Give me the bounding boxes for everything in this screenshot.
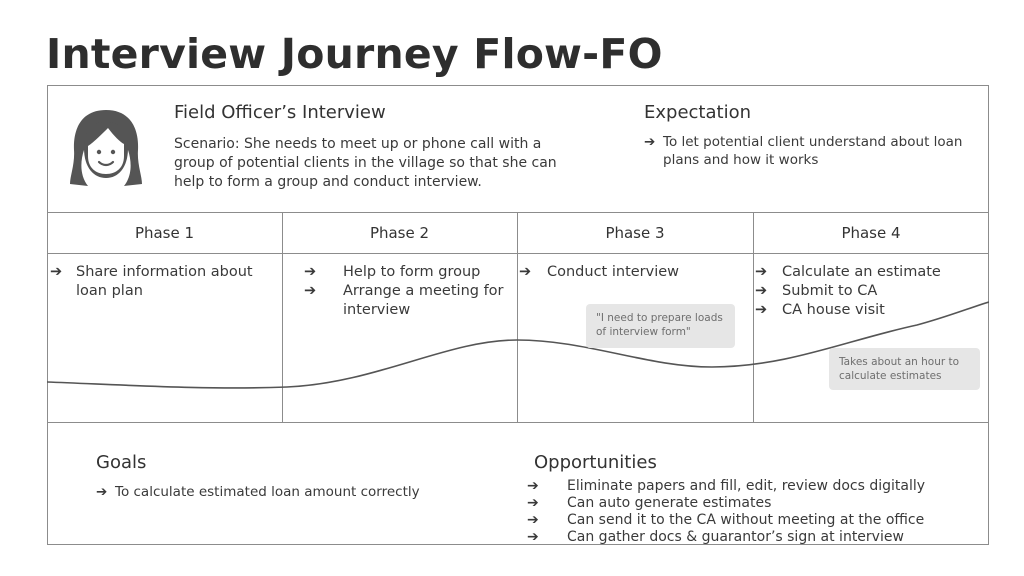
arrow-icon: ➔ <box>304 264 317 280</box>
phase-2-actions: ➔ Help to form group ➔ Arrange a meeting… <box>304 263 514 320</box>
phase-3-header: Phase 3 <box>605 224 665 242</box>
list-item: ➔ CA house visit <box>755 302 885 318</box>
opportunities-list: ➔Eliminate papers and fill, edit, review… <box>527 478 957 546</box>
emotion-curve <box>47 301 989 389</box>
arrow-icon: ➔ <box>644 134 656 150</box>
expectation-title: Expectation <box>644 102 751 123</box>
list-item: ➔Can gather docs & guarantor’s sign at i… <box>527 529 904 545</box>
arrow-icon: ➔ <box>755 302 768 318</box>
quote-bubble: Takes about an hour to calculate estimat… <box>829 348 980 390</box>
list-item: ➔ Calculate an estimate <box>755 264 941 280</box>
list-item: ➔ Arrange a meeting for interview <box>304 283 504 318</box>
journey-frame <box>47 85 989 545</box>
list-item: ➔Can send it to the CA without meeting a… <box>527 512 925 528</box>
phase-2-header: Phase 2 <box>369 224 430 242</box>
phase-1-actions: ➔ Share information about loan plan <box>50 263 275 301</box>
list-item: ➔ Help to form group <box>304 264 481 280</box>
page-title: Interview Journey Flow-FO <box>46 30 663 78</box>
quote-bubble: "I need to prepare loads of interview fo… <box>586 304 735 348</box>
arrow-icon: ➔ <box>519 264 532 280</box>
woman-avatar-icon <box>70 110 142 186</box>
list-item: ➔Can auto generate estimates <box>527 495 772 511</box>
phase-3-actions: ➔ Conduct interview <box>519 263 749 282</box>
list-item: ➔Eliminate papers and fill, edit, review… <box>527 478 926 494</box>
arrow-icon: ➔ <box>527 495 539 511</box>
arrow-icon: ➔ <box>527 512 539 528</box>
divider <box>47 422 989 423</box>
divider <box>282 212 283 422</box>
divider <box>753 212 754 422</box>
phase-1-header: Phase 1 <box>134 224 195 242</box>
divider <box>47 253 989 254</box>
persona-title: Field Officer’s Interview <box>174 102 386 123</box>
list-item: ➔ Share information about loan plan <box>50 264 253 299</box>
phase-4-header: Phase 4 <box>841 224 901 242</box>
arrow-icon: ➔ <box>527 529 539 545</box>
divider <box>517 212 518 422</box>
arrow-icon: ➔ <box>304 283 317 299</box>
arrow-icon: ➔ <box>755 283 768 299</box>
list-item: ➔ Conduct interview <box>519 264 680 280</box>
expectation-item: ➔ To let potential client understand abo… <box>644 134 963 168</box>
goals-title: Goals <box>96 452 147 473</box>
list-item: ➔ Submit to CA <box>755 283 878 299</box>
persona-scenario: Scenario: She needs to meet up or phone … <box>174 136 557 190</box>
divider <box>47 212 989 213</box>
arrow-icon: ➔ <box>755 264 768 280</box>
arrow-icon: ➔ <box>527 478 539 494</box>
goals-item: ➔ To calculate estimated loan amount cor… <box>96 484 420 500</box>
phase-4-actions: ➔ Calculate an estimate ➔ Submit to CA ➔… <box>755 263 985 320</box>
arrow-icon: ➔ <box>96 484 108 500</box>
opportunities-title: Opportunities <box>534 452 657 473</box>
arrow-icon: ➔ <box>50 264 63 280</box>
